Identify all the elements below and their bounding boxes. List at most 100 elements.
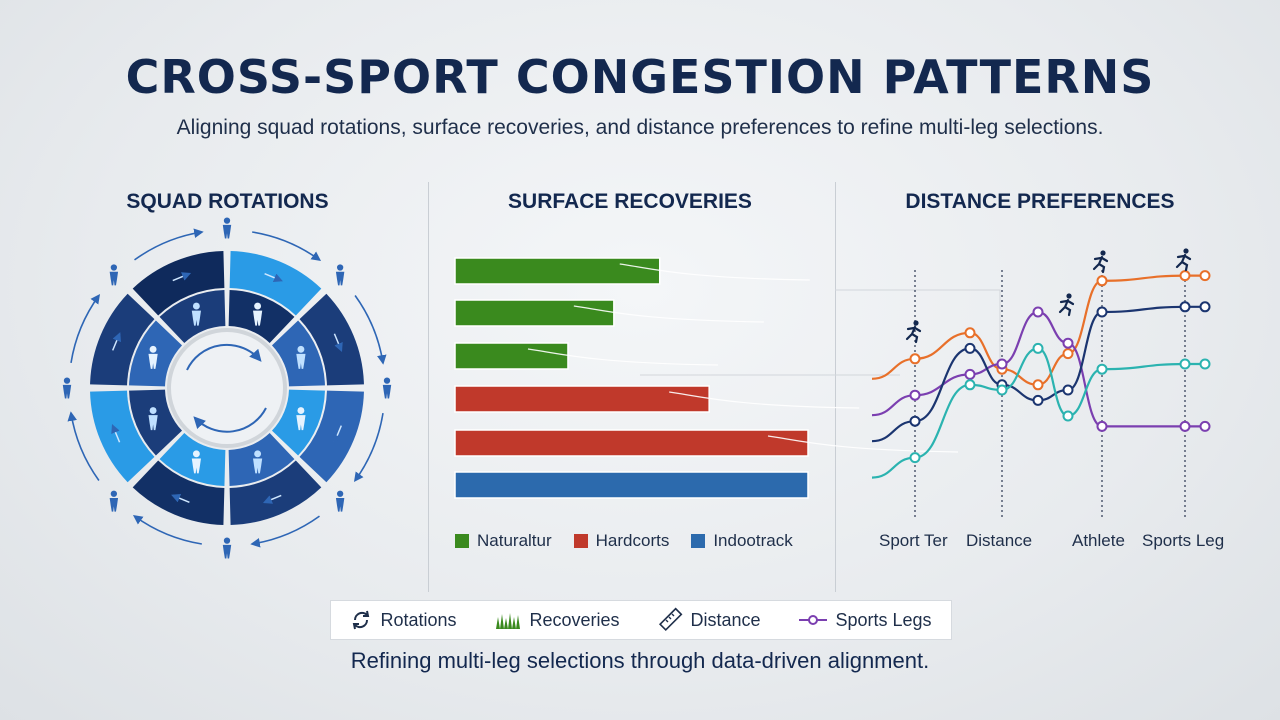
surface-bar: [454, 342, 569, 370]
series-point: [964, 327, 976, 339]
rotation-arrow: [353, 413, 384, 483]
series-point: [1179, 420, 1191, 432]
surface-bar: [454, 471, 809, 499]
page-subtitle: Aligning squad rotations, surface recove…: [176, 116, 1104, 139]
player-icon: [148, 345, 158, 369]
axis-label-sports-leg: Sports Leg: [1142, 531, 1225, 550]
outer-player-icon: [222, 537, 232, 559]
line-marker-icon: [799, 615, 828, 625]
segment-arrow: [333, 333, 343, 353]
player-icon: [191, 302, 201, 326]
connector-line: [835, 289, 1001, 360]
series-line: [871, 305, 1205, 443]
series-line: [871, 310, 1205, 428]
runner-icon: [1058, 293, 1075, 317]
legend-distance: Distance: [658, 607, 761, 632]
outer-player-icon: [62, 377, 72, 399]
runner-icon: [1092, 250, 1109, 274]
surface-bar: [454, 385, 710, 413]
wheel-inner-segment: [159, 290, 226, 344]
series-point: [1032, 306, 1044, 318]
hub-arrow: [186, 343, 262, 371]
divider-left: [428, 182, 429, 592]
legend-recoveries-label: Recoveries: [529, 609, 620, 630]
legend-label-indoor: Indootrack: [713, 531, 793, 550]
axis-label-distance: Distance: [966, 531, 1033, 550]
divider-right: [835, 182, 836, 592]
recovery-trail: [527, 348, 718, 366]
outer-player-icon: [222, 217, 232, 239]
footer-caption: Refining multi-leg selections through da…: [350, 648, 930, 673]
series-point: [1199, 301, 1211, 313]
rotation-arrow: [252, 231, 322, 262]
rotate-icon: [353, 610, 370, 630]
series-point: [1199, 358, 1211, 370]
wheel-outer-segment: [132, 460, 225, 525]
segment-arrow: [262, 494, 282, 504]
legend-distance-label: Distance: [690, 609, 761, 630]
series-point: [909, 353, 921, 365]
runner-icon: [1175, 248, 1192, 272]
surface-bar: [454, 257, 661, 285]
rotation-arrow: [354, 295, 387, 365]
bottom-legend: Rotations Recoveries Distance Sports Leg…: [330, 600, 952, 640]
series-point: [1032, 379, 1044, 391]
segment-arrow: [333, 425, 343, 444]
series-point: [1096, 306, 1108, 318]
rotation-arrow: [134, 228, 204, 261]
legend-rotations-label: Rotations: [380, 609, 457, 630]
rotation-arrow: [67, 411, 100, 481]
recovery-trail: [573, 305, 764, 323]
series-point: [996, 358, 1008, 370]
rotation-arrow: [70, 293, 101, 363]
wheel-outer-segment: [229, 460, 322, 525]
wheel-outer-segment: [90, 293, 155, 386]
player-icon: [148, 407, 158, 431]
player-icon: [296, 407, 306, 431]
squad-rotations-heading: SQUAD ROTATIONS: [126, 190, 329, 213]
series-point: [996, 384, 1008, 396]
wheel-inner-segment: [271, 320, 325, 387]
segment-arrow: [111, 423, 121, 443]
player-icon: [253, 302, 263, 326]
series-point: [1096, 420, 1108, 432]
axis-label-athlete: Athlete: [1072, 531, 1125, 550]
series-point: [964, 379, 976, 391]
rotation-arrow: [250, 515, 320, 548]
legend-rotations: Rotations: [350, 609, 457, 631]
series-point: [909, 389, 921, 401]
wheel-outer-segment: [299, 390, 364, 483]
wheel-outer-segment: [90, 390, 155, 483]
series-point: [1199, 420, 1211, 432]
legend-recoveries: Recoveries: [495, 609, 620, 631]
series-line: [871, 274, 1205, 386]
grass-icon: [496, 613, 521, 629]
series-point: [909, 452, 921, 464]
legend-sports-legs: Sports Legs: [799, 610, 932, 631]
series-point: [964, 368, 976, 380]
player-icon: [253, 450, 263, 474]
series-point: [1062, 348, 1074, 360]
wheel-inner-segment: [228, 290, 295, 344]
wheel-outer-segment: [229, 251, 322, 316]
series-point: [1179, 301, 1191, 313]
series-point: [1062, 384, 1074, 396]
player-icon: [296, 345, 306, 369]
series-point: [1096, 275, 1108, 287]
outer-player-icon: [335, 490, 345, 512]
segment-arrow: [264, 272, 283, 282]
outer-player-icon: [109, 264, 119, 286]
series-point: [1062, 337, 1074, 349]
series-point: [1062, 410, 1074, 422]
surface-bar: [454, 299, 615, 327]
recovery-trail: [767, 435, 959, 453]
page-title: CROSS-SPORT CONGESTION PATTERNS: [125, 50, 1155, 104]
legend-swatch-hardcourt: [573, 534, 588, 548]
rotation-arrow: [132, 514, 202, 545]
series-point: [1096, 363, 1108, 375]
series-point: [1179, 270, 1191, 282]
player-icon: [191, 450, 201, 474]
segment-arrow: [171, 494, 190, 504]
